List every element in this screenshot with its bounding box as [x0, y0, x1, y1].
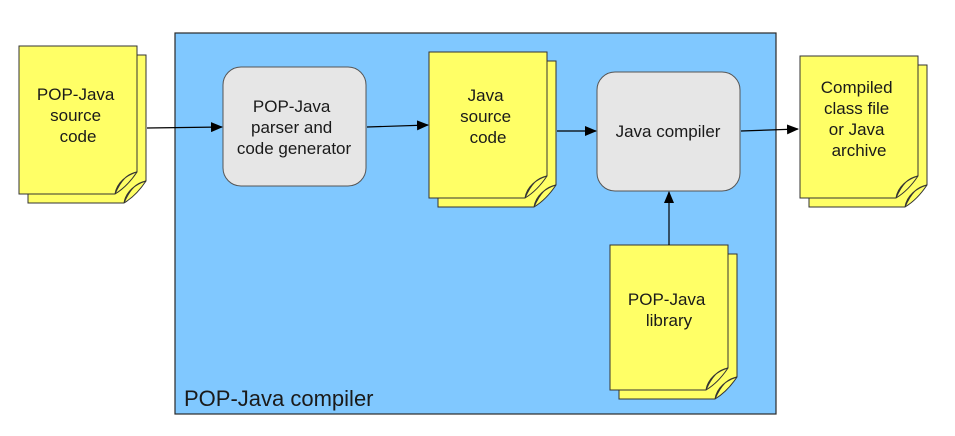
parser-process-box: POP-Java parser and code generator — [222, 66, 367, 187]
parser-line-2: parser and — [251, 118, 332, 137]
document-corner-curl-back — [123, 180, 147, 204]
pop-java-source-line-3: code — [60, 127, 97, 146]
pop-java-source-line-1: POP-Java — [37, 85, 115, 104]
document-corner-curl-back — [904, 184, 928, 208]
library-line-2: library — [646, 311, 693, 330]
document-corner-curl-back — [533, 184, 557, 208]
java-source-document: Java source code — [428, 51, 557, 208]
library-line-1: POP-Java — [628, 290, 706, 309]
document-corner-curl-front — [114, 171, 138, 195]
parser-line-1: POP-Java — [253, 97, 331, 116]
pop-java-source-label: POP-Java source code — [37, 85, 119, 146]
edge-parser-to-java-source — [366, 120, 429, 131]
java-compiler-process-box: Java compiler — [596, 71, 741, 192]
pop-java-source-document: POP-Java source code — [18, 45, 147, 204]
compiled-line-2: class file — [824, 99, 889, 118]
pop-java-library-document: POP-Java library — [609, 244, 738, 400]
parser-label: POP-Java parser and code generator — [237, 97, 352, 158]
library-label: POP-Java library — [628, 290, 710, 330]
document-corner-curl-front — [524, 175, 548, 199]
compiler-label: POP-Java compiler — [184, 386, 374, 411]
edge-java-compiler-to-compiled — [740, 124, 799, 135]
java-compiler-label: Java compiler — [616, 122, 721, 141]
parser-line-3: code generator — [237, 139, 352, 158]
java-source-line-1: Java — [468, 86, 504, 105]
java-source-line-3: code — [470, 128, 507, 147]
java-source-line-2: source — [460, 107, 511, 126]
edge-pop-source-to-parser — [146, 122, 223, 133]
compiled-line-3: or Java — [829, 120, 885, 139]
document-corner-curl-back — [714, 376, 738, 400]
edges — [146, 120, 799, 245]
compiled-line-4: archive — [832, 141, 887, 160]
compiled-line-1: Compiled — [821, 78, 893, 97]
java-source-label: Java source code — [460, 86, 516, 147]
document-corner-curl-front — [895, 175, 919, 199]
pop-java-source-line-2: source — [50, 106, 101, 125]
compiled-output-document: Compiled class file or Java archive — [799, 55, 928, 208]
compiled-label: Compiled class file or Java archive — [821, 78, 898, 160]
document-corner-curl-front — [705, 367, 729, 391]
java-compiler-line-1: Java compiler — [616, 122, 721, 141]
